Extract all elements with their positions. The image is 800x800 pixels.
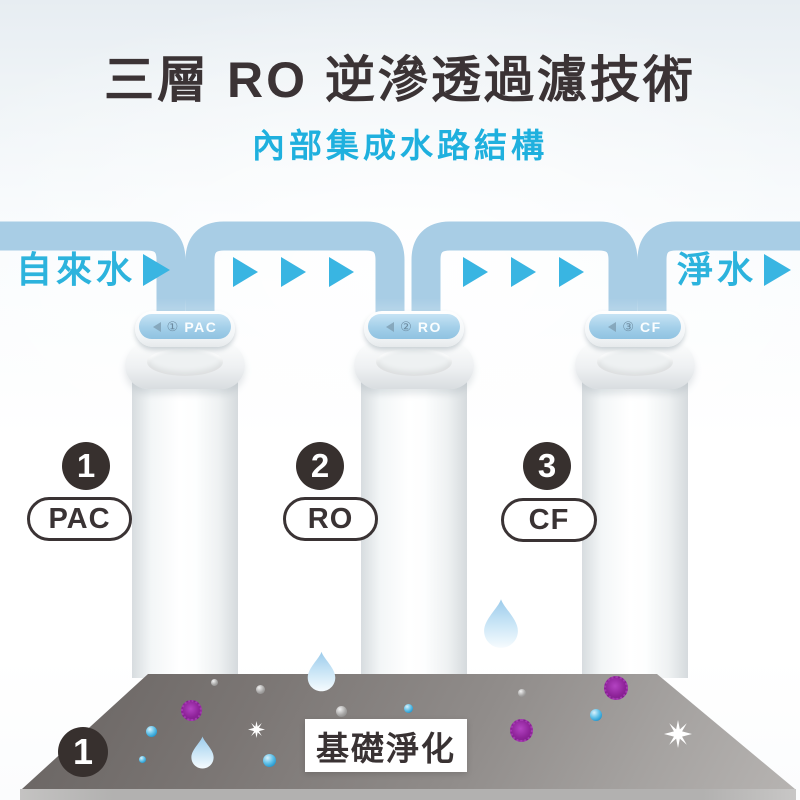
filter-neck bbox=[376, 348, 452, 376]
bubble-particle-icon bbox=[590, 709, 602, 721]
bubble-particle-icon bbox=[404, 704, 413, 713]
cap-direction-icon bbox=[608, 321, 617, 332]
pipe-f2-f3-path bbox=[411, 221, 638, 338]
filter-neck bbox=[597, 348, 673, 376]
cap-code: RO bbox=[417, 318, 442, 335]
filter-cartridge-cf: ③ CF bbox=[555, 311, 715, 683]
source-water-label: 自來水 bbox=[16, 249, 137, 290]
dust-particle-icon bbox=[211, 679, 218, 686]
pipe-inlet-path bbox=[0, 221, 186, 338]
bubble-particle-icon bbox=[139, 756, 146, 763]
cap-number: ② bbox=[400, 319, 412, 334]
burst-particle-icon bbox=[248, 721, 265, 738]
filter-cap-face: ③ CF bbox=[589, 314, 681, 339]
filter-body bbox=[132, 366, 238, 678]
virus-particle-icon bbox=[181, 700, 202, 721]
water-drop-icon bbox=[191, 736, 214, 769]
source-arrow-icon bbox=[143, 254, 171, 286]
filter-cartridge-pac: ① PAC bbox=[105, 311, 265, 683]
cap-direction-icon bbox=[386, 321, 395, 332]
dust-particle-icon bbox=[256, 685, 265, 694]
dust-particle-icon bbox=[336, 706, 347, 717]
clean-water-label: 淨水 bbox=[677, 249, 758, 290]
flow-arrow-icon bbox=[233, 257, 258, 287]
pipe-outlet-path bbox=[637, 221, 800, 338]
dust-particle-icon bbox=[518, 689, 526, 697]
stage-caption: 基礎淨化 bbox=[305, 719, 467, 772]
source-water-label-group: 自來水 bbox=[16, 249, 171, 290]
cap-number: ③ bbox=[622, 319, 634, 334]
clean-arrow-icon bbox=[764, 254, 792, 286]
filter-cartridge-ro: ② RO bbox=[334, 311, 494, 683]
filter-cap-face: ② RO bbox=[368, 314, 460, 339]
step-number-badge: 3 bbox=[523, 442, 571, 490]
pipe-f1-f2-path bbox=[185, 221, 405, 338]
filter-cap: ① PAC bbox=[135, 311, 235, 347]
page-subtitle: 內部集成水路結構 bbox=[252, 127, 548, 164]
step-label-pill: CF bbox=[501, 498, 597, 542]
filter-cap: ③ CF bbox=[585, 311, 685, 347]
pipe-network-icon bbox=[0, 221, 800, 340]
flow-arrow-icon bbox=[463, 257, 488, 287]
flow-arrow-icon bbox=[281, 257, 306, 287]
step-label-pill: RO bbox=[283, 497, 378, 541]
page-title: 三層 RO 逆滲透過濾技術 bbox=[104, 52, 696, 108]
platform-front-edge bbox=[20, 789, 796, 800]
water-drop-icon bbox=[307, 651, 336, 692]
step-number-badge: 2 bbox=[296, 442, 344, 490]
virus-particle-icon bbox=[510, 719, 533, 742]
filter-neck bbox=[147, 348, 223, 376]
step-number-badge: 1 bbox=[62, 442, 110, 490]
filter-cap: ② RO bbox=[364, 311, 464, 347]
bubble-particle-icon bbox=[263, 754, 276, 767]
step-label-pill: PAC bbox=[27, 497, 132, 541]
flow-arrow-icon bbox=[511, 257, 536, 287]
filter-body bbox=[361, 366, 467, 678]
clean-water-label-group: 淨水 bbox=[677, 249, 792, 290]
water-drop-icon bbox=[484, 599, 518, 648]
cap-code: CF bbox=[639, 318, 662, 335]
stage-number-badge: 1 bbox=[58, 727, 108, 777]
virus-particle-icon bbox=[604, 676, 628, 700]
cap-code: PAC bbox=[184, 318, 218, 335]
burst-particle-icon bbox=[664, 720, 692, 748]
flow-arrow-icon bbox=[559, 257, 584, 287]
cap-number: ① bbox=[166, 319, 179, 334]
filter-body bbox=[582, 366, 688, 678]
bubble-particle-icon bbox=[146, 726, 157, 737]
filter-cap-face: ① PAC bbox=[139, 314, 231, 339]
cap-direction-icon bbox=[152, 321, 161, 332]
flow-arrow-icon bbox=[329, 257, 354, 287]
